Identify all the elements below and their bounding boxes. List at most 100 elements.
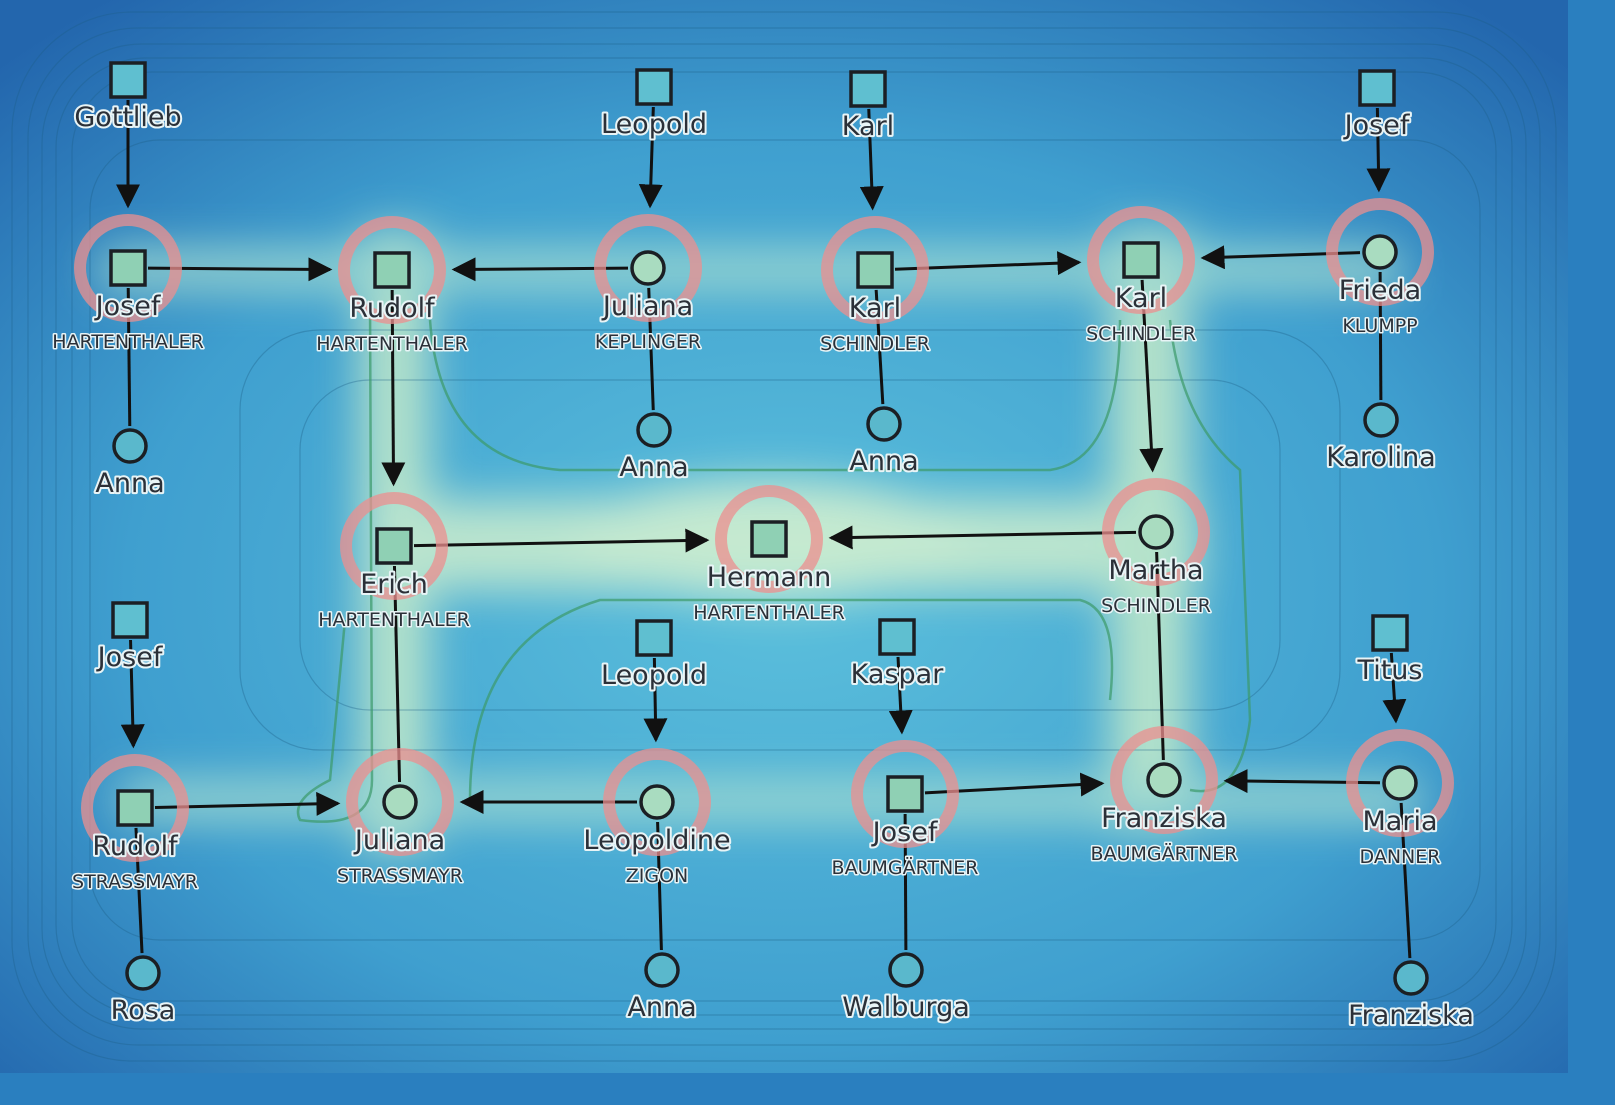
person-node-josef_1[interactable]: Josef	[1341, 69, 1413, 143]
male-square-icon	[635, 68, 673, 106]
person-node-walburga[interactable]: Walburga	[840, 952, 972, 1025]
edge-karl_1-to-karl_s1	[859, 108, 884, 211]
surname-label: HARTENTHALER	[693, 602, 845, 624]
person-node-gottlieb[interactable]: Gottlieb	[72, 61, 184, 135]
surname-label: SCHINDLER	[820, 333, 930, 355]
female-circle-icon	[888, 952, 924, 988]
person-node-karolina[interactable]: Karolina	[1324, 402, 1438, 475]
male-square-icon	[375, 527, 413, 565]
first-name-label: Karl	[842, 111, 894, 142]
first-name-label: Martha	[1108, 555, 1203, 586]
first-name-label: Rudolf	[92, 831, 179, 862]
person-node-leopold_2[interactable]: Leopold	[599, 619, 709, 693]
first-name-label: Josef	[96, 642, 164, 673]
edge-erich_h-to-hermann_h	[413, 528, 710, 553]
female-circle-icon	[1146, 762, 1182, 798]
person-node-franziska_2[interactable]: Franziska	[1346, 960, 1476, 1033]
male-square-icon	[1358, 69, 1396, 107]
highlight-ring-rudolf_s	[81, 754, 189, 862]
surname-label: STRASSMAYR	[337, 865, 463, 887]
female-circle-icon	[1138, 514, 1174, 550]
edge-rosa-to-rudolf_s	[134, 827, 144, 954]
diagram-canvas: GottliebJosefHARTENTHALERAnnaRudolfHARTE…	[0, 0, 1568, 1073]
first-name-label: Gottlieb	[74, 102, 181, 133]
first-name-label: Frieda	[1339, 275, 1421, 306]
female-circle-icon	[112, 428, 148, 464]
first-name-label: Leopold	[601, 660, 707, 691]
highlight-ring-maria_d	[1346, 729, 1454, 837]
nodes-layer: GottliebJosefHARTENTHALERAnnaRudolfHARTE…	[51, 61, 1476, 1033]
female-circle-icon	[125, 955, 161, 991]
highlight-ring-juliana_k	[594, 214, 702, 322]
first-name-label: Juliana	[353, 825, 445, 856]
person-node-titus[interactable]: Titus	[1355, 614, 1424, 688]
male-square-icon	[849, 70, 887, 108]
person-node-anna_2[interactable]: Anna	[617, 412, 691, 485]
surname-label: BAUMGÄRTNER	[1091, 842, 1238, 865]
first-name-label: Maria	[1363, 806, 1438, 837]
person-node-leopold_1[interactable]: Leopold	[599, 68, 709, 142]
surname-label: HARTENTHALER	[318, 609, 470, 631]
person-node-anna_4[interactable]: Anna	[625, 952, 699, 1025]
edge-titus-to-maria_d	[1382, 652, 1407, 724]
surname-label: DANNER	[1360, 846, 1441, 868]
person-node-josef_2[interactable]: Josef	[94, 601, 166, 675]
first-name-label: Franziska	[1101, 803, 1227, 834]
first-name-label: Josef	[871, 817, 939, 848]
female-circle-icon	[1382, 765, 1418, 801]
first-name-label: Rudolf	[349, 293, 436, 324]
person-node-anna_1[interactable]: Anna	[93, 428, 167, 501]
edge-kaspar-to-josef_b	[888, 656, 913, 735]
first-name-label: Kaspar	[851, 659, 945, 690]
highlight-ring-franziska_b	[1110, 726, 1218, 834]
person-node-kaspar[interactable]: Kaspar	[849, 618, 946, 692]
first-name-label: Walburga	[842, 992, 970, 1023]
person-node-rosa[interactable]: Rosa	[109, 955, 177, 1028]
highlight-ring-karl_s1	[821, 216, 929, 324]
first-name-label: Anna	[619, 452, 688, 483]
highlight-ring-leopoldine_z	[603, 748, 711, 856]
surname-label: KLUMPP	[1342, 315, 1417, 337]
edge-franziska_b-to-martha_s	[1155, 551, 1165, 761]
first-name-label: Erich	[360, 569, 428, 600]
person-node-anna_3[interactable]: Anna	[847, 406, 921, 479]
person-node-karl_1[interactable]: Karl	[840, 70, 896, 144]
edge-anna_2-to-juliana_k	[647, 287, 655, 411]
first-name-label: Hermann	[707, 562, 832, 593]
surname-label: HARTENTHALER	[52, 331, 204, 353]
female-circle-icon	[1363, 402, 1399, 438]
edge-juliana_s-to-erich_h	[392, 565, 402, 783]
first-name-label: Josef	[94, 291, 162, 322]
male-square-icon	[878, 618, 916, 656]
surname-label: ZIGON	[626, 865, 689, 887]
highlight-ring-juliana_s	[346, 748, 454, 856]
female-circle-icon	[639, 784, 675, 820]
edge-josef_1-to-frieda_k	[1366, 107, 1391, 193]
surname-label: STRASSMAYR	[72, 871, 198, 893]
female-circle-icon	[1393, 960, 1429, 996]
highlight-ring-rudolf_h	[338, 216, 446, 324]
highlight-ring-frieda_k	[1326, 198, 1434, 306]
surname-label: SCHINDLER	[1086, 323, 1196, 345]
first-name-label: Titus	[1357, 655, 1423, 686]
first-name-label: Josef	[1343, 110, 1411, 141]
terrain-contours	[11, 11, 1557, 1062]
highlight-ring-martha_s	[1102, 478, 1210, 586]
male-square-icon	[856, 251, 894, 289]
